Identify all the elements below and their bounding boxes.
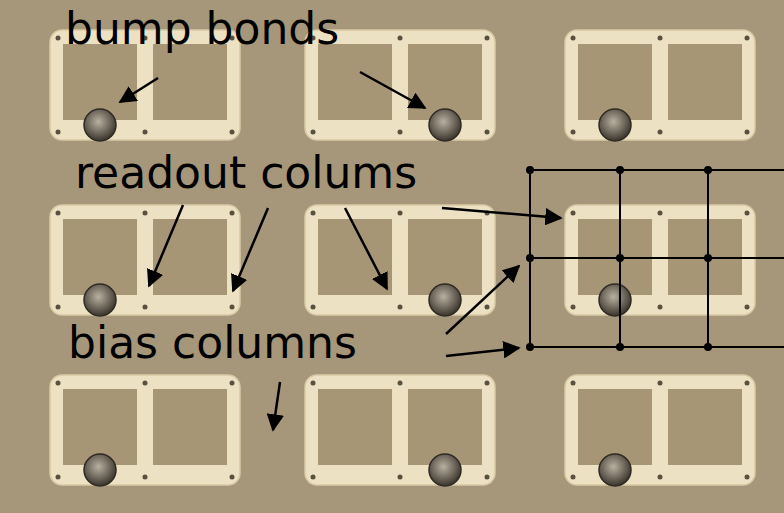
via-dot xyxy=(745,305,750,310)
via-dot xyxy=(56,36,61,41)
pixel-cell xyxy=(565,30,755,141)
via-dot xyxy=(658,211,663,216)
via-dot xyxy=(230,305,235,310)
bump-bond xyxy=(84,454,116,486)
via-dot xyxy=(745,36,750,41)
via-dot xyxy=(56,475,61,480)
bump-bond xyxy=(84,284,116,316)
via-dot xyxy=(143,305,148,310)
via-dot xyxy=(658,130,663,135)
pixel-frame xyxy=(565,375,755,485)
grid-dots xyxy=(526,166,712,351)
bump-bond xyxy=(84,109,116,141)
pixel-frame xyxy=(50,375,240,485)
pixel-cell xyxy=(305,375,495,486)
via-dot xyxy=(311,130,316,135)
pixel-frame xyxy=(565,205,755,315)
pixel-cell xyxy=(50,205,240,316)
annotation-label: bias columns xyxy=(68,318,357,369)
pixel-pad xyxy=(153,219,227,295)
via-dot xyxy=(398,211,403,216)
bump-bond xyxy=(429,109,461,141)
bump-bond xyxy=(599,284,631,316)
via-dot xyxy=(571,36,576,41)
via-dot xyxy=(143,381,148,386)
via-dot xyxy=(311,305,316,310)
pixel-pad xyxy=(668,389,742,465)
pixel-pad xyxy=(668,44,742,120)
via-dot xyxy=(311,211,316,216)
pixel-frame xyxy=(305,205,495,315)
via-dot xyxy=(745,381,750,386)
via-dot xyxy=(485,475,490,480)
via-dot xyxy=(143,130,148,135)
via-dot xyxy=(143,475,148,480)
pixel-frame xyxy=(50,205,240,315)
leader-arrows xyxy=(120,72,561,430)
pixel-pad xyxy=(318,44,392,120)
annotation-label: bump bonds xyxy=(65,4,339,55)
via-dot xyxy=(230,381,235,386)
via-dot xyxy=(230,211,235,216)
pixel-cell xyxy=(565,375,755,486)
pixel-frame xyxy=(305,375,495,485)
via-dot xyxy=(398,36,403,41)
via-dot xyxy=(571,305,576,310)
via-dot xyxy=(311,475,316,480)
via-dot xyxy=(398,381,403,386)
via-dot xyxy=(56,130,61,135)
via-dot xyxy=(485,381,490,386)
via-dot xyxy=(571,130,576,135)
via-dot xyxy=(658,381,663,386)
via-dot xyxy=(658,305,663,310)
via-dot xyxy=(658,36,663,41)
via-dot xyxy=(485,36,490,41)
via-dot xyxy=(658,475,663,480)
via-dot xyxy=(485,305,490,310)
via-dot xyxy=(398,475,403,480)
grid-overlay xyxy=(530,170,784,347)
via-dot xyxy=(745,475,750,480)
pixel-pad xyxy=(318,389,392,465)
via-dot xyxy=(56,305,61,310)
via-dot xyxy=(230,130,235,135)
pixel-frame xyxy=(565,30,755,140)
pixel-cell xyxy=(50,375,240,486)
bump-bond xyxy=(429,454,461,486)
via-dot xyxy=(230,475,235,480)
via-dot xyxy=(571,475,576,480)
via-dot xyxy=(398,130,403,135)
via-dot xyxy=(56,211,61,216)
pixel-pad xyxy=(153,44,227,120)
via-dot xyxy=(143,211,148,216)
pixel-pad xyxy=(318,219,392,295)
bump-bond xyxy=(429,284,461,316)
pixel-cell xyxy=(305,205,495,316)
via-dot xyxy=(311,381,316,386)
annotation-label: readout colums xyxy=(75,148,417,199)
pixel-cell xyxy=(565,205,755,316)
via-dot xyxy=(745,211,750,216)
via-dot xyxy=(571,211,576,216)
via-dot xyxy=(571,381,576,386)
bump-bond xyxy=(599,109,631,141)
via-dot xyxy=(745,130,750,135)
via-dot xyxy=(56,381,61,386)
bump-bond xyxy=(599,454,631,486)
via-dot xyxy=(485,130,490,135)
via-dot xyxy=(398,305,403,310)
pixel-pad xyxy=(153,389,227,465)
